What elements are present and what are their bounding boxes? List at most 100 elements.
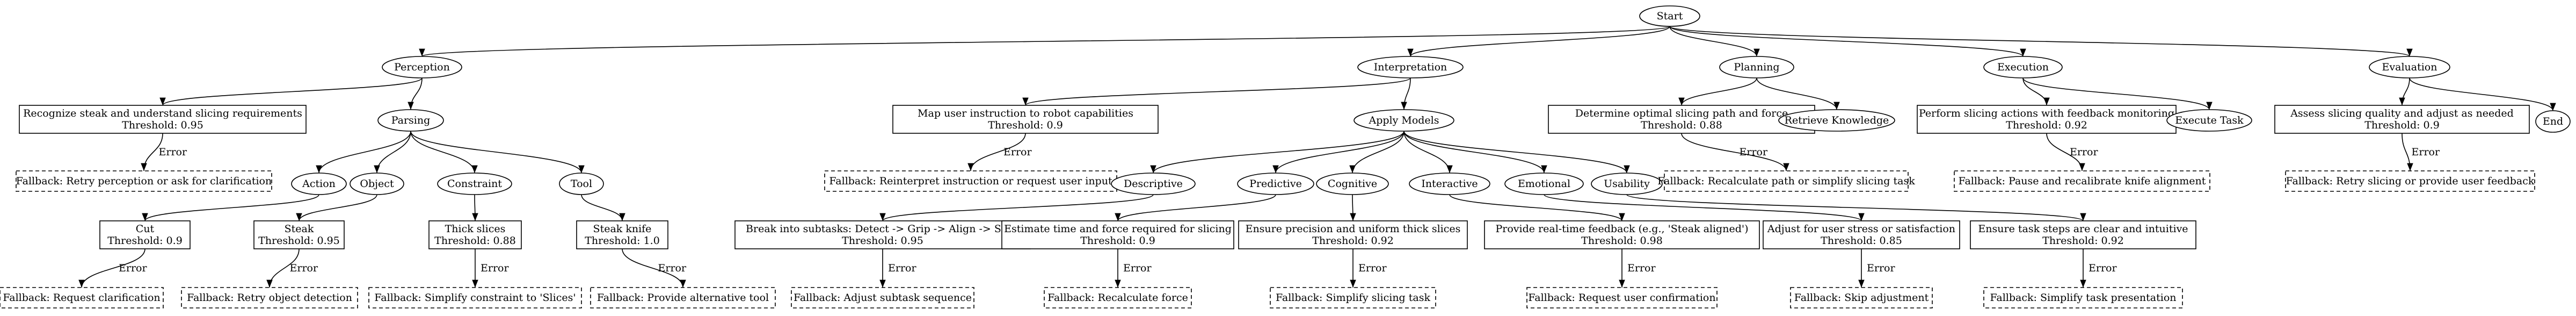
node-shape [1001,220,1234,249]
node-shape [1664,170,1909,192]
node-apply-models: Apply Models [1354,109,1454,132]
edge-perception-to-perception-box [159,77,423,106]
node-use-fb: Fallback: Simplify task presentation [1983,287,2183,308]
node-threshold: Threshold: 0.98 [1581,235,1663,247]
node-execute-task: Execute Task [2166,109,2252,132]
node-label: Estimate time and force required for sli… [1004,223,1232,235]
node-inter-box: Provide real-time feedback (e.g., 'Steak… [1484,220,1760,249]
node-label: Fallback: Simplify task presentation [1990,292,2176,304]
node-shape [16,170,272,192]
node-label: Ensure precision and uniform thick slice… [1246,223,1461,235]
node-label: Fallback: Retry perception or ask for cl… [16,175,272,187]
node-shape [368,287,582,308]
edge-planning-to-retrieve [1756,77,1840,110]
node-action: Action [291,173,347,195]
node-interp-fb: Fallback: Reinterpret instruction or req… [824,170,1117,192]
node-predictive: Predictive [1237,173,1314,195]
node-interp-box: Map user instruction to robot capabiliti… [892,105,1159,134]
node-label: Fallback: Retry slicing or provide user … [2286,175,2535,187]
node-label: Descriptive [1124,178,1183,190]
edge-label-error: Error [1867,262,1895,274]
edge-parsing-to-object [374,131,411,174]
edge-cognitive-to-cog-box [1350,194,1356,221]
edge-plan-box-to-plan-fb [1681,133,1789,171]
edge-interactive-to-inter-box [1449,194,1625,221]
edge-label-error: Error [1003,146,1032,158]
edge-start-to-planning [1669,26,1760,57]
node-label: Perform slicing actions with feedback mo… [1919,107,2174,119]
node-label: Parsing [391,114,431,126]
node-label: Execution [1997,61,2049,73]
node-label: Fallback: Recalculate path or simplify s… [1657,175,1915,187]
node-threshold: Threshold: 0.9 [988,119,1063,131]
node-end: End [2535,110,2571,133]
node-threshold: Threshold: 0.9 [1080,235,1155,247]
node-shape [0,287,164,308]
node-shape [428,220,522,249]
node-interactive: Interactive [1409,173,1490,195]
node-exec-fb: Fallback: Pause and recalibrate knife al… [1954,170,2210,192]
node-label: Fallback: Provide alternative tool [597,292,769,304]
node-planning: Planning [1719,56,1794,78]
node-interpretation: Interpretation [1357,56,1464,78]
node-label: Start [1657,10,1683,22]
edge-apply-models-to-cognitive [1349,131,1405,174]
node-threshold: Threshold: 0.85 [1821,235,1902,247]
node-label: Steak knife [593,223,652,235]
node-label: Planning [1734,61,1779,73]
node-shape [1917,105,2177,134]
node-shape [1238,220,1468,249]
node-label: Cut [136,223,155,235]
node-shape [576,220,668,249]
edge-apply-models-to-usability [1403,131,1630,174]
node-cog-fb: Fallback: Simplify slicing task [1270,287,1436,308]
node-shape [1970,220,2196,249]
node-shape [2285,170,2535,192]
edge-perception-to-parsing [407,77,423,110]
node-shape [1357,56,1464,78]
node-shape [734,220,1031,249]
node-shape [1719,56,1794,78]
node-label: Fallback: Skip adjustment [1794,292,1929,304]
node-desc-fb: Fallback: Adjust subtask sequence [791,287,974,308]
node-label: Retrieve Knowledge [1785,114,1889,126]
node-label: Ensure task steps are clear and intuitiv… [1978,223,2188,235]
node-label: Object [360,178,394,190]
node-shape [181,287,358,308]
node-label: Constraint [447,178,502,190]
node-label: Provide real-time feedback (e.g., 'Steak… [1496,223,1749,235]
node-shape [824,170,1117,192]
node-threshold: Threshold: 0.88 [434,235,516,247]
node-steak-fb: Fallback: Retry object detection [181,287,358,308]
node-threshold: Threshold: 0.95 [122,119,203,131]
edge-start-to-perception [419,26,1670,57]
node-start: Start [1639,5,1700,27]
edge-interpretation-to-apply-models [1401,77,1411,110]
node-shape [1270,287,1436,308]
node-label: Execute Task [2175,114,2244,126]
edge-usability-to-use-box [1626,194,2086,221]
edge-apply-models-to-interactive [1403,131,1453,174]
node-perception-box: Recognize steak and understand slicing r… [19,105,307,134]
node-threshold: Threshold: 0.95 [842,235,923,247]
node-label: Determine optimal slicing path and force [1575,107,1788,119]
node-label: Fallback: Retry object detection [187,292,352,304]
node-plan-box: Determine optimal slicing path and force… [1548,105,1815,134]
node-shape [1790,287,1933,308]
node-thick-fb: Fallback: Simplify constraint to 'Slices… [368,287,582,308]
edge-interpretation-to-interp-box [1022,77,1411,106]
node-label: Cognitive [1328,178,1377,190]
node-threshold: Threshold: 1.0 [585,235,660,247]
node-label: Fallback: Pause and recalibrate knife al… [1959,175,2206,187]
node-parsing: Parsing [377,109,444,132]
edge-descriptive-to-desc-box [879,194,1154,221]
node-label: Recognize steak and understand slicing r… [23,107,302,119]
node-shape [892,105,1159,134]
edge-perception-box-to-perception-fb [141,133,163,171]
node-label: End [2543,116,2563,127]
node-shape [2535,110,2571,133]
edge-parsing-to-tool [410,131,585,174]
node-shape [791,287,974,308]
